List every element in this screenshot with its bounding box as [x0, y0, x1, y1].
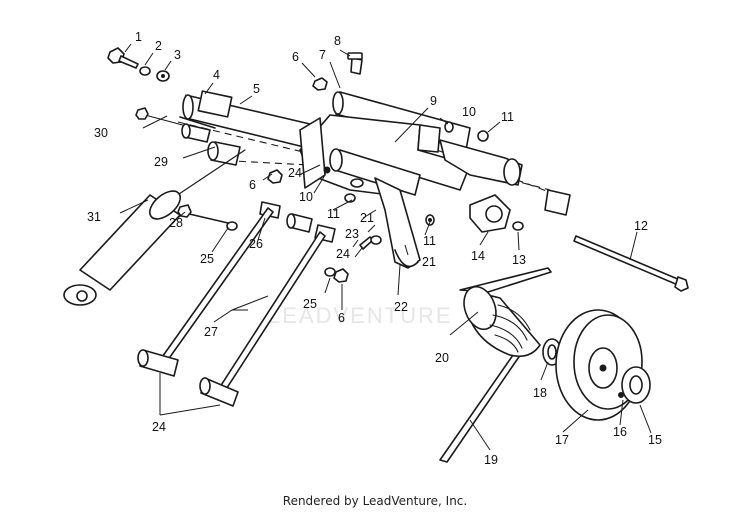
- callout-19: 19: [484, 453, 498, 467]
- callout-29: 29: [154, 155, 168, 169]
- callout-7: 7: [319, 48, 326, 62]
- callout-21a: 21: [360, 211, 374, 225]
- callout-6c: 6: [338, 311, 345, 325]
- callout-27: 27: [204, 325, 218, 339]
- swing-arm-frame: [299, 114, 523, 196]
- watermark-text: LEADVENTURE: [268, 303, 453, 328]
- callout-11b: 11: [327, 207, 340, 221]
- callout-14: 14: [471, 249, 485, 263]
- callout-8: 8: [334, 34, 341, 48]
- callout-5: 5: [253, 82, 260, 96]
- callout-10: 10: [462, 105, 476, 119]
- callout-22: 22: [394, 300, 408, 314]
- callout-18: 18: [533, 386, 547, 400]
- callout-23: 23: [345, 227, 359, 241]
- callout-25b: 25: [303, 297, 317, 311]
- callout-12: 12: [634, 219, 648, 233]
- upper-pivot-tube: [182, 90, 311, 149]
- shock-absorber: [63, 149, 246, 306]
- callout-11: 11: [501, 110, 514, 124]
- callout-13: 13: [512, 253, 526, 267]
- callout-20: 20: [435, 351, 449, 365]
- callout-30: 30: [94, 126, 108, 140]
- callout-17: 17: [555, 433, 569, 447]
- callout-11c: 11: [423, 234, 436, 248]
- callout-10b: 10: [299, 190, 313, 204]
- callout-24c: 24: [152, 420, 166, 434]
- callout-9: 9: [430, 94, 437, 108]
- long-bolt: [573, 235, 689, 292]
- callout-6: 6: [292, 50, 299, 64]
- callout-16: 16: [613, 425, 627, 439]
- callout-15: 15: [648, 433, 662, 447]
- callout-26: 26: [249, 237, 263, 251]
- spring-bracket: [374, 177, 421, 269]
- callout-21b: 21: [422, 255, 436, 269]
- footer-credit: Rendered by LeadVenture, Inc.: [282, 494, 468, 508]
- callout-6b: 6: [249, 178, 256, 192]
- callout-31: 31: [87, 210, 101, 224]
- callout-28: 28: [169, 216, 183, 230]
- callout-25a: 25: [200, 252, 214, 266]
- callout-3: 3: [174, 48, 181, 62]
- tension-rods: [137, 207, 326, 407]
- callout-1: 1: [135, 30, 142, 44]
- torsion-spring: [439, 267, 562, 463]
- collar-block: [469, 194, 511, 233]
- callout-labels: 1 2 3 4 5 6 7 8 9 10 11 12 13 14 15 16 1…: [87, 30, 662, 467]
- pulley: [555, 309, 651, 421]
- callout-24b: 24: [336, 247, 350, 261]
- callout-leaders: [119, 43, 652, 451]
- callout-2: 2: [155, 39, 162, 53]
- hardware: [107, 47, 571, 283]
- callout-4: 4: [213, 68, 220, 82]
- callout-24a: 24: [288, 166, 302, 180]
